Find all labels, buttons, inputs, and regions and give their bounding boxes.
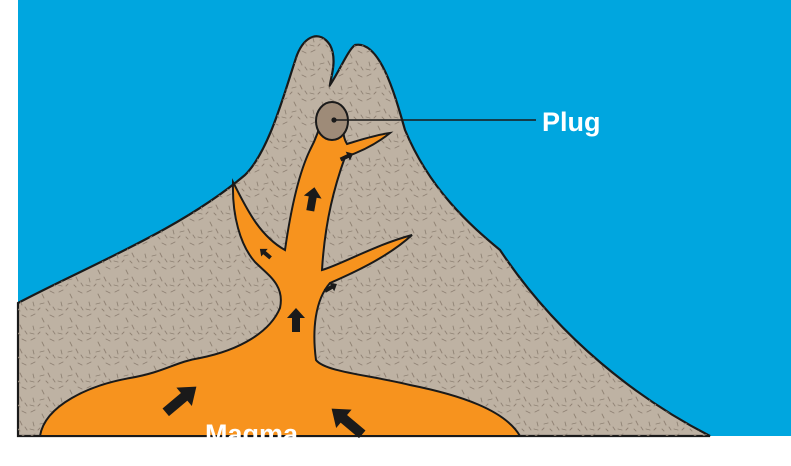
plug-label: Plug	[542, 107, 601, 137]
plug-marker	[331, 117, 336, 122]
magma-label: Magma	[205, 419, 299, 449]
